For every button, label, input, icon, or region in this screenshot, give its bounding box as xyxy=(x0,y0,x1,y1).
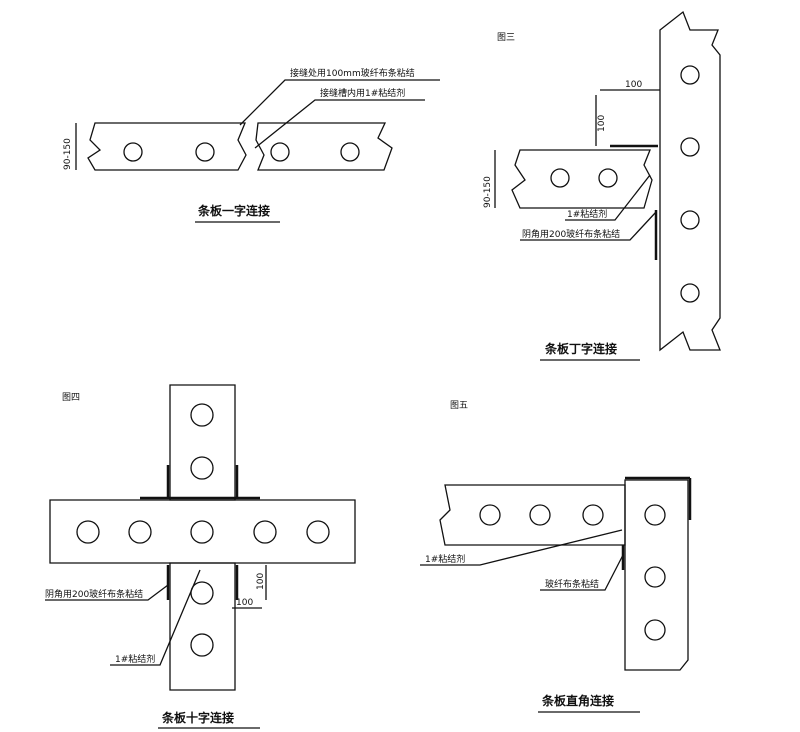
figure-4-title: 图四 xyxy=(62,392,80,403)
dim-vertical: 100 xyxy=(597,115,607,132)
dim-horizontal: 100 xyxy=(625,80,642,90)
fiber-strip-note: 阴角用200玻纤布条粘结 xyxy=(522,228,620,240)
panel-hole xyxy=(195,142,215,162)
thickness-dimension: 90-150 xyxy=(63,138,73,170)
caption-straight: 条板一字连接 xyxy=(197,203,270,218)
panel-bottom xyxy=(169,562,236,691)
fiber-strip-note: 玻纤布条粘结 xyxy=(545,578,599,590)
caption-cross: 条板十字连接 xyxy=(161,710,234,725)
panel-vertical xyxy=(624,479,689,671)
panel-hole xyxy=(123,142,143,162)
fiber-strip-note: 接缝处用100mm玻纤布条粘结 xyxy=(290,67,415,79)
adhesive-note: 1#粘结剂 xyxy=(567,208,607,220)
panel-hole xyxy=(270,142,290,162)
figure-straight-connection: 90-150 接缝处用100mm玻纤布条粘结 接缝槽内用1#粘结剂 条板一字连接 xyxy=(63,67,440,223)
figure-5-title: 图五 xyxy=(450,400,468,411)
figure-3-title: 图三 xyxy=(497,32,515,43)
caption-corner: 条板直角连接 xyxy=(541,693,614,708)
figure-t-connection: 图三 100 100 90-150 1#粘结剂 阴角用200玻纤布条粘结 条板丁… xyxy=(483,10,721,361)
panel-middle xyxy=(49,499,356,564)
adhesive-note: 1#粘结剂 xyxy=(425,553,465,565)
panel-left xyxy=(87,122,247,171)
figure-cross-connection: 图四 100 100 阴角用200玻纤布条粘结 1#粘结剂 条板十字连接 xyxy=(45,384,356,729)
thickness-dimension: 90-150 xyxy=(483,176,493,208)
dim-horizontal: 100 xyxy=(236,598,253,608)
panel-top xyxy=(169,384,236,501)
panel-vertical xyxy=(659,10,721,352)
adhesive-note: 1#粘结剂 xyxy=(115,653,155,665)
panel-horizontal xyxy=(511,149,653,209)
dim-vertical: 100 xyxy=(256,573,266,590)
caption-t: 条板丁字连接 xyxy=(544,341,617,356)
fiber-strip-note: 阴角用200玻纤布条粘结 xyxy=(45,588,143,600)
adhesive-note: 接缝槽内用1#粘结剂 xyxy=(320,87,405,99)
figure-corner-connection: 图五 1#粘结剂 玻纤布条粘结 条板直角连接 xyxy=(420,400,692,713)
panel-hole xyxy=(340,142,360,162)
